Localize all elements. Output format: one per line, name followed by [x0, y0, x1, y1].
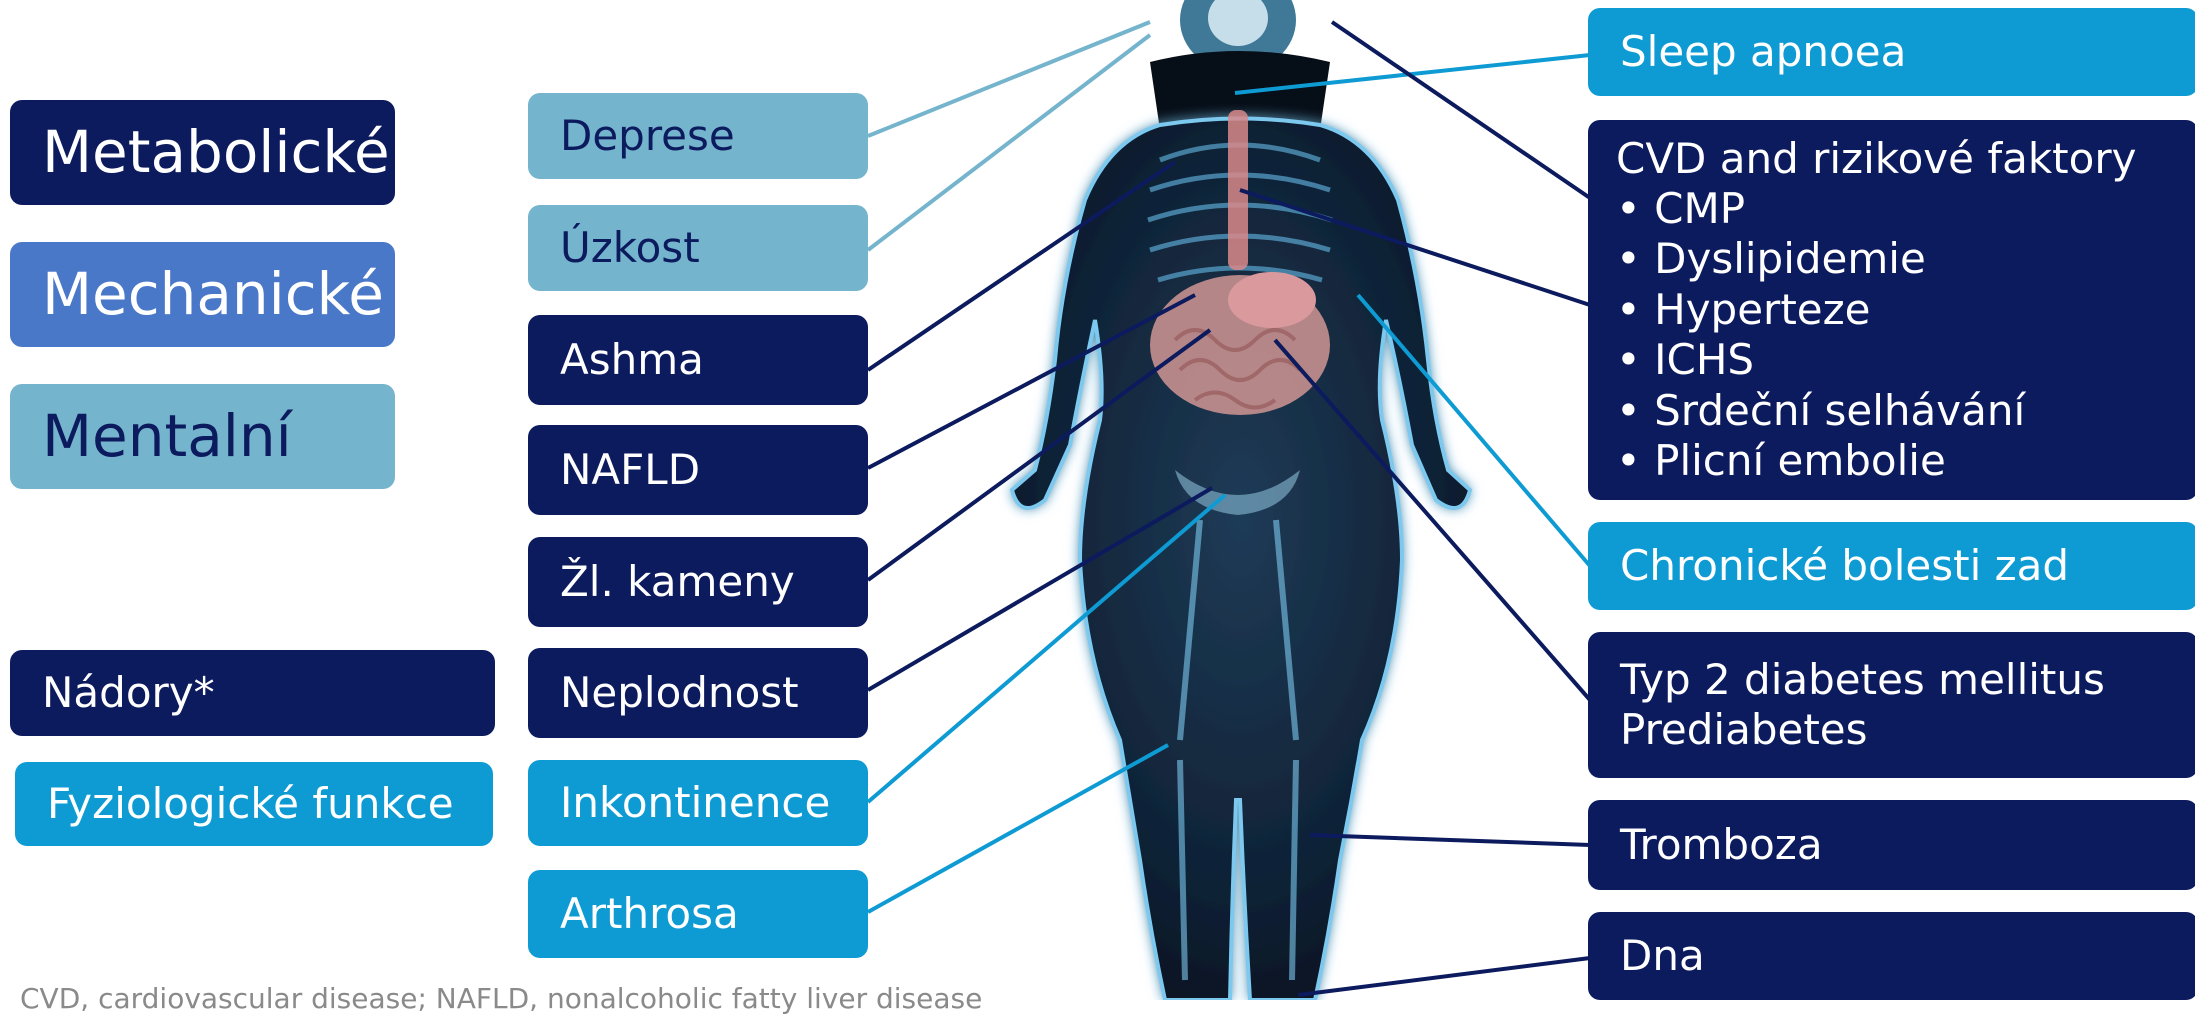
diabetes-line2: Prediabetes	[1620, 705, 1868, 755]
condition-dna: Dna	[1588, 912, 2195, 1000]
condition-neplodnost: Neplodnost	[528, 648, 868, 738]
cvd-item-srdecni-selhavani: • Srdeční selhávání	[1616, 386, 2025, 436]
legend-physiological: Fyziologické funkce	[15, 762, 493, 846]
legend-mental: Mentalní	[10, 384, 395, 489]
footnote: CVD, cardiovascular disease; NAFLD, nona…	[20, 982, 982, 1015]
condition-cvd: CVD and rizikové faktory • CMP • Dyslipi…	[1588, 120, 2195, 500]
cvd-item-cmp: • CMP	[1616, 184, 1745, 234]
condition-inkontinence: Inkontinence	[528, 760, 868, 846]
condition-deprese: Deprese	[528, 93, 868, 179]
connector-dna	[1298, 958, 1590, 995]
legend-tumors: Nádory*	[10, 650, 495, 736]
connector-deprese	[868, 22, 1150, 136]
condition-sleep-apnoea: Sleep apnoea	[1588, 8, 2195, 96]
condition-zl-kameny: Žl. kameny	[528, 537, 868, 627]
cvd-item-hyperteze: • Hyperteze	[1616, 285, 1871, 335]
legend-metabolic: Metabolické	[10, 100, 395, 205]
condition-diabetes: Typ 2 diabetes mellitus Prediabetes	[1588, 632, 2195, 778]
condition-tromboza: Tromboza	[1588, 800, 2195, 890]
cvd-title: CVD and rizikové faktory	[1616, 134, 2136, 184]
cvd-item-dyslipidemie: • Dyslipidemie	[1616, 234, 1926, 284]
connector-tromboza	[1310, 835, 1590, 845]
cvd-item-ichs: • ICHS	[1616, 335, 1754, 385]
condition-back-pain: Chronické bolesti zad	[1588, 522, 2195, 610]
body-silhouette	[1012, 0, 1470, 1000]
connector-arthrosa	[868, 745, 1168, 912]
condition-ashma: Ashma	[528, 315, 868, 405]
legend-mechanical: Mechanické	[10, 242, 395, 347]
condition-nafld: NAFLD	[528, 425, 868, 515]
diabetes-line1: Typ 2 diabetes mellitus	[1620, 655, 2105, 705]
cvd-item-plicni-embolie: • Plicní embolie	[1616, 436, 1946, 486]
condition-arthrosa: Arthrosa	[528, 870, 868, 958]
condition-uzkost: Úzkost	[528, 205, 868, 291]
